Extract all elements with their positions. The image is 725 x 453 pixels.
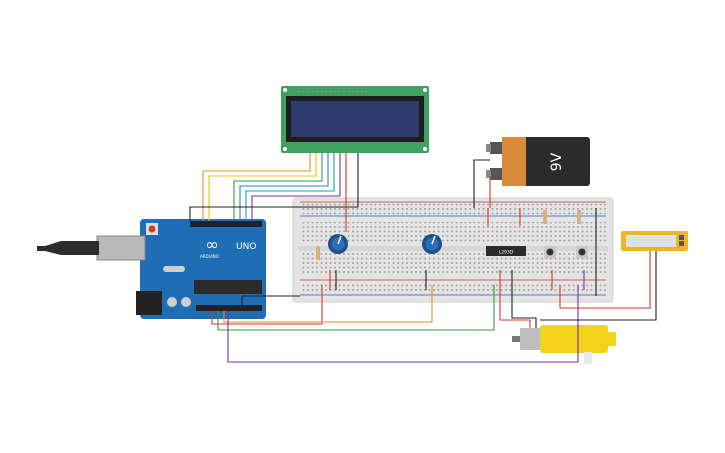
lcd-header-pins xyxy=(296,88,370,92)
push-button-2[interactable] xyxy=(576,246,588,258)
ic-label: L293D xyxy=(499,250,514,256)
arduino-brand: ARDUINO xyxy=(200,254,219,259)
battery-9v[interactable]: 9V xyxy=(486,137,590,186)
wire-meter-red xyxy=(559,251,651,309)
dc-motor[interactable] xyxy=(512,325,616,364)
wire-red-5v xyxy=(211,285,323,325)
potentiometer-1[interactable] xyxy=(328,234,348,254)
resistor-3 xyxy=(577,210,581,224)
wire-yellow xyxy=(208,153,317,221)
battery-label: 9V xyxy=(549,152,565,171)
wire-motor-red xyxy=(499,270,531,328)
motor-driver-ic[interactable]: L293D xyxy=(486,246,526,256)
arduino-uno[interactable]: ∞ UNO ARDUINO xyxy=(37,219,266,319)
wire-teal xyxy=(245,153,335,221)
wire-green xyxy=(233,153,323,221)
wire-purple-bottom xyxy=(227,285,579,363)
arduino-logo: ∞ xyxy=(205,235,218,254)
wire-green-bottom xyxy=(217,285,495,331)
breadboard[interactable] xyxy=(292,197,614,303)
push-button-1[interactable] xyxy=(544,246,556,258)
wires xyxy=(189,153,657,363)
wire-motor-black xyxy=(511,270,537,328)
meter-module[interactable] xyxy=(621,231,688,251)
resistor-1 xyxy=(316,246,320,260)
wire-orange xyxy=(202,153,311,221)
arduino-model: UNO xyxy=(236,242,256,252)
wire-meter-black xyxy=(540,251,657,321)
wire-orange-bottom xyxy=(223,285,433,323)
wire-black-lcd xyxy=(189,153,359,221)
wire-purple-lcd xyxy=(251,153,341,221)
potentiometer-2[interactable] xyxy=(422,234,442,254)
wire-blue xyxy=(239,153,329,221)
resistor-2 xyxy=(543,210,547,224)
wire-battery-neg xyxy=(473,159,490,208)
lcd-display[interactable] xyxy=(281,86,429,153)
wire-black-gnd xyxy=(241,295,300,311)
